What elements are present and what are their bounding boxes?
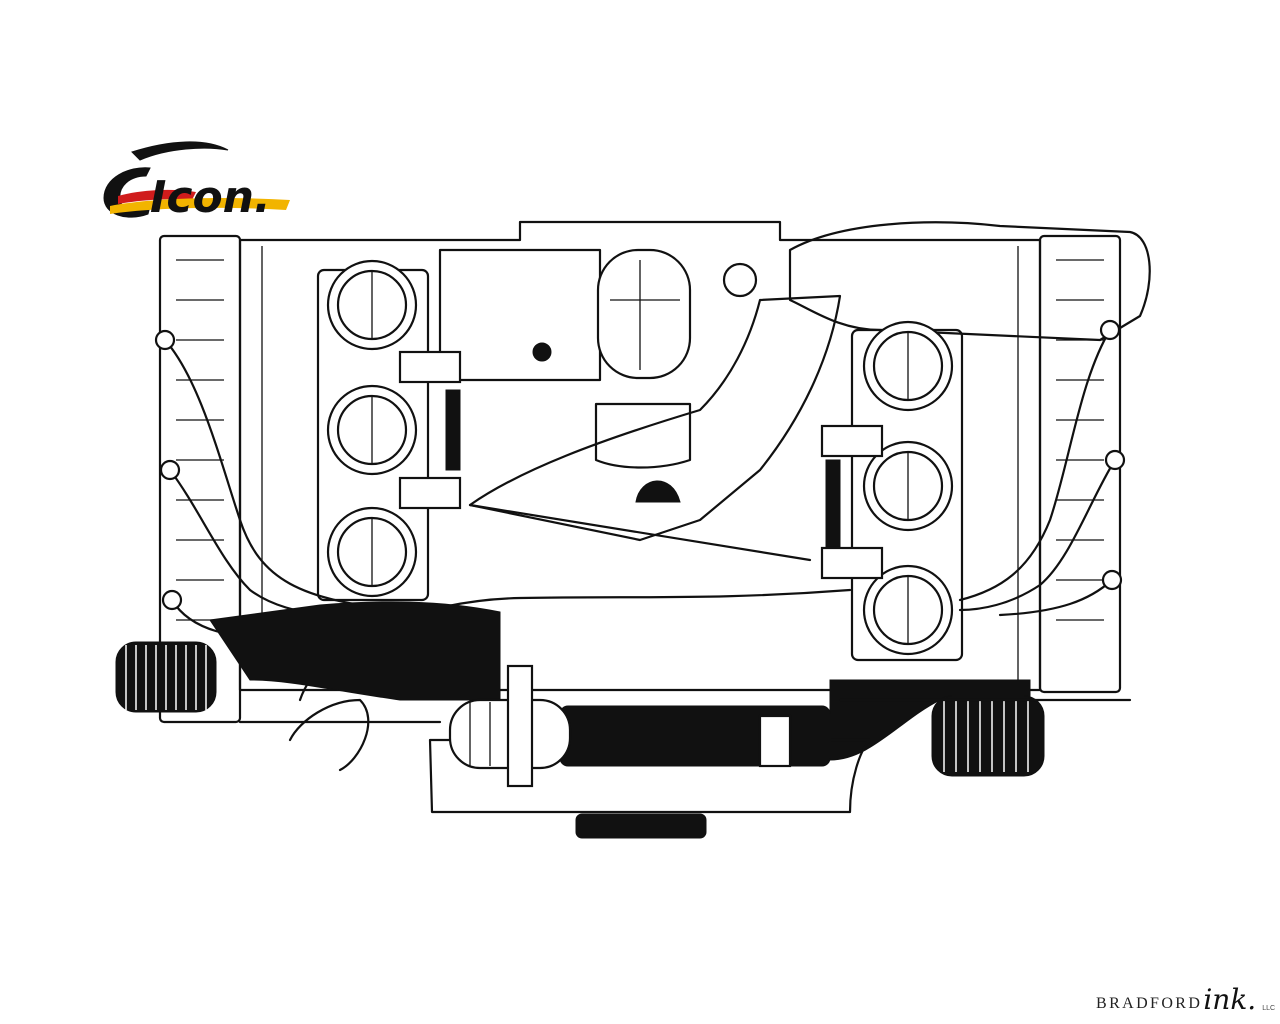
logo-text: Icon. bbox=[150, 172, 271, 223]
left-throttle-bodies bbox=[316, 259, 462, 602]
right-intake-hose bbox=[829, 679, 1045, 777]
credit-word: BRADFORD bbox=[1096, 995, 1203, 1012]
credit-script: ink. bbox=[1203, 982, 1257, 1016]
right-throttle-bodies bbox=[820, 320, 964, 662]
credit-suffix: LLC bbox=[1262, 1005, 1276, 1012]
icon-logo: Icon. bbox=[103, 141, 290, 223]
engine-drawing bbox=[115, 220, 1151, 839]
artist-credit: BRADFORD ink. LLC bbox=[1096, 982, 1276, 1016]
fan-housing bbox=[428, 664, 872, 839]
left-intake-hose bbox=[115, 601, 501, 713]
